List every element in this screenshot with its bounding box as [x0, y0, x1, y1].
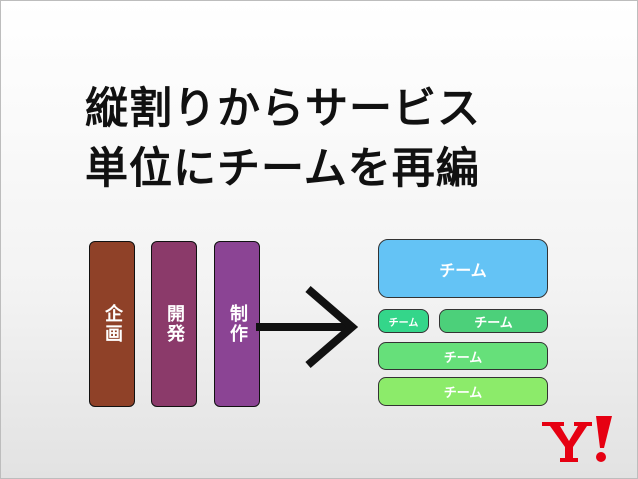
yahoo-logo: [542, 416, 612, 462]
arrow-right-icon: [256, 285, 358, 369]
title-line-1: 縦割りからサービス: [85, 84, 481, 134]
team-box-medium: チーム: [439, 309, 548, 333]
team-label: チーム: [443, 350, 483, 366]
column-planning-label: 企画: [102, 304, 123, 344]
team-box-wide-1: チーム: [378, 342, 548, 370]
column-production: 制作: [214, 241, 260, 407]
slide-title: 縦割りからサービス 単位にチームを再編: [85, 79, 481, 199]
team-label: チーム: [443, 386, 483, 401]
title-line-2: 単位にチームを再編: [85, 144, 480, 194]
column-development: 開発: [151, 241, 197, 407]
column-planning: 企画: [89, 241, 135, 407]
team-box-small: チーム: [378, 309, 429, 333]
team-box-large: チーム: [378, 239, 548, 298]
team-box-wide-2: チーム: [378, 377, 548, 406]
column-production-label: 制作: [227, 304, 248, 344]
team-label: チーム: [439, 260, 487, 280]
team-label: チーム: [388, 317, 419, 329]
team-label: チーム: [474, 315, 513, 331]
column-development-label: 開発: [164, 304, 185, 344]
